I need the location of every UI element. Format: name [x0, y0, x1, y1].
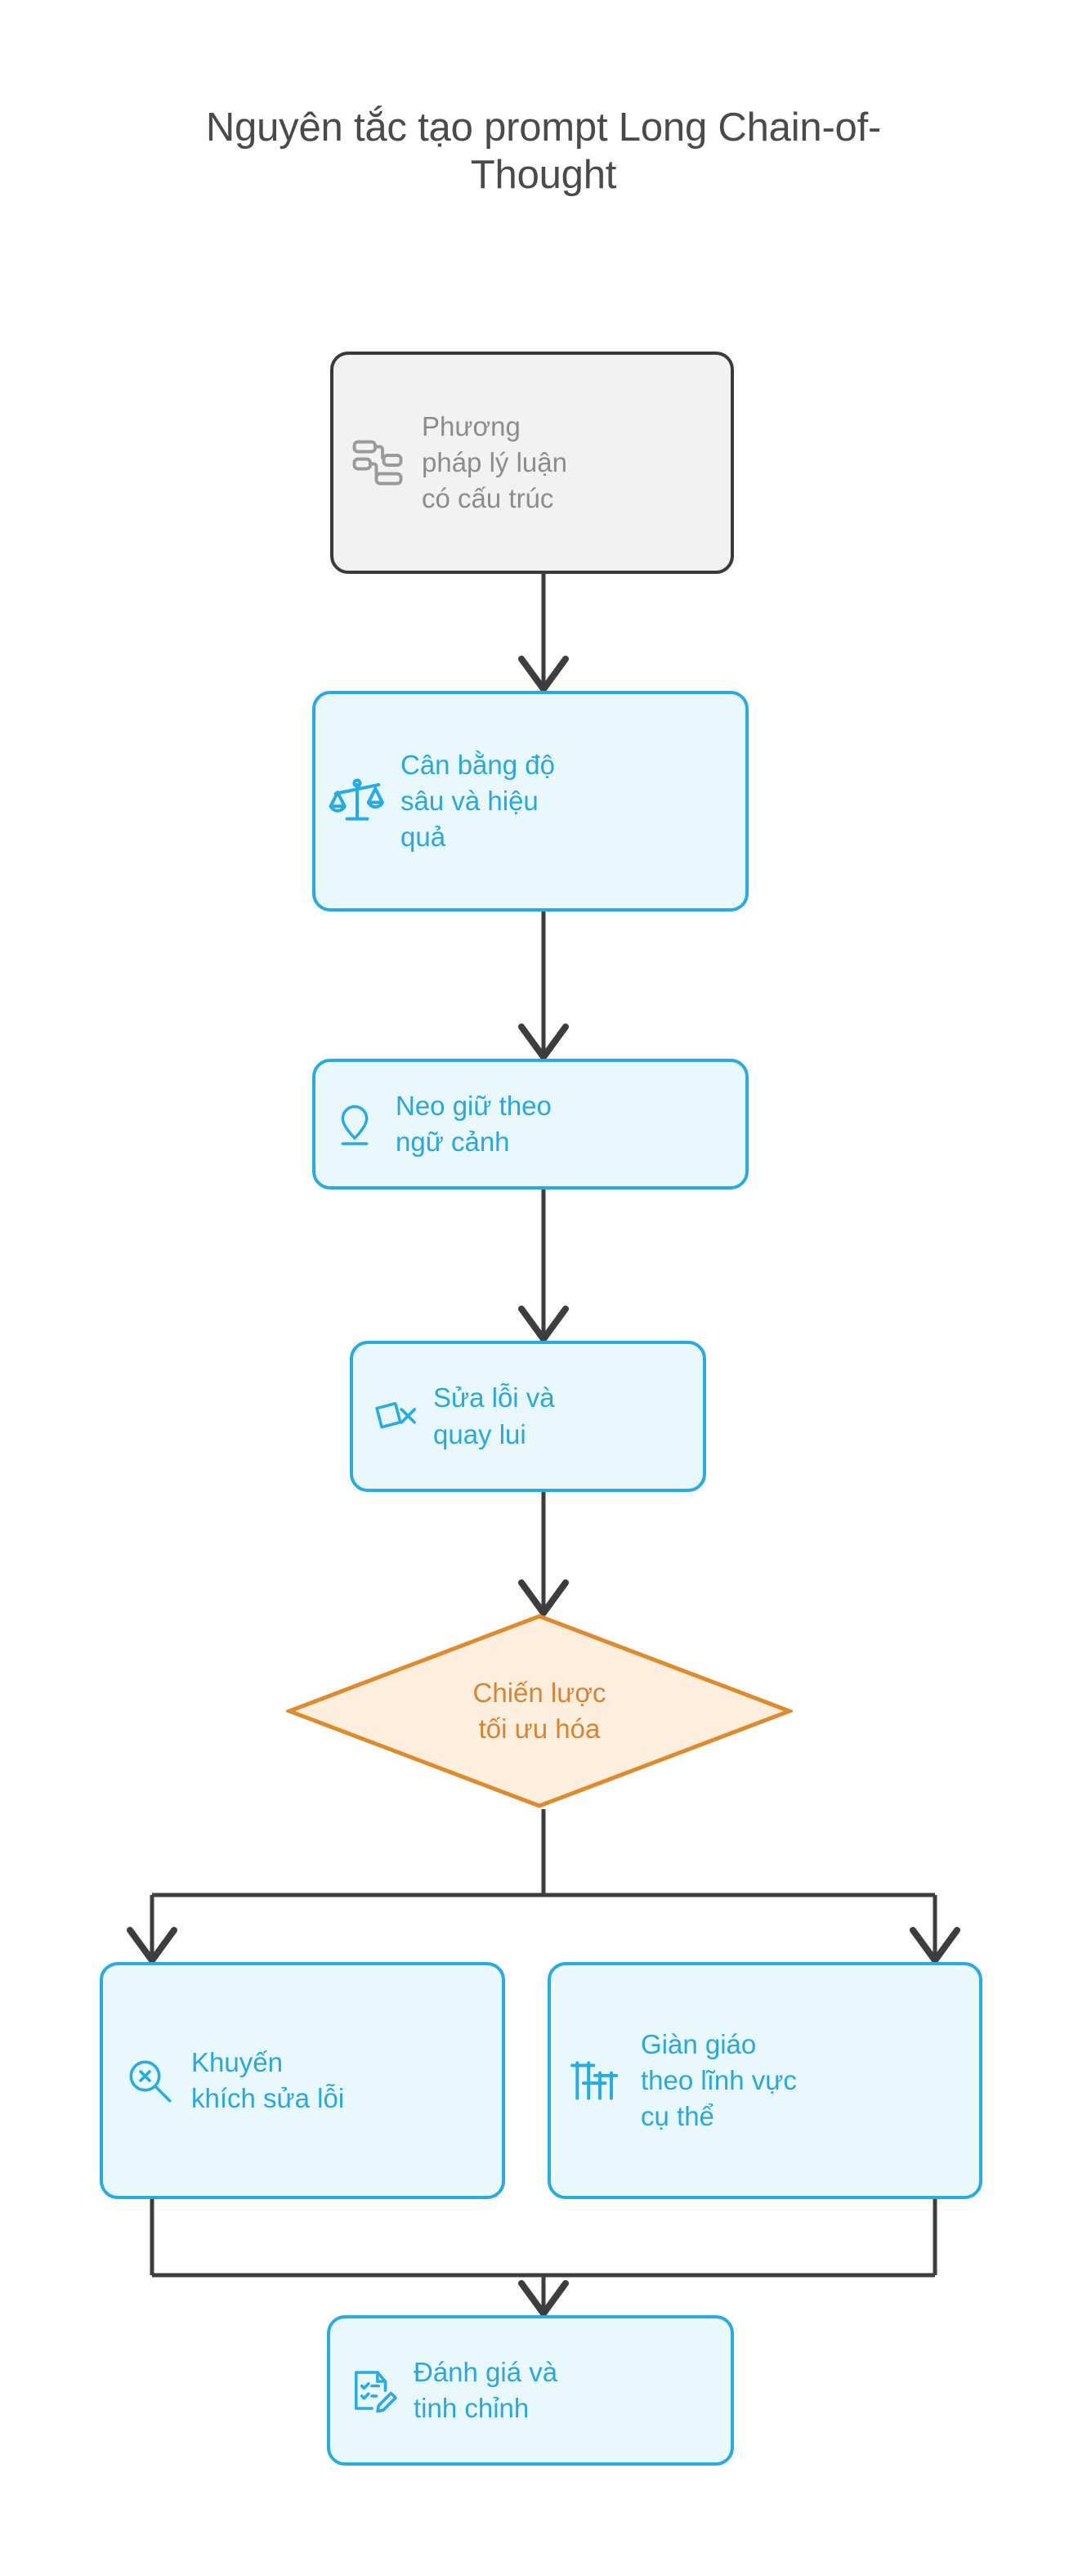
diamond-shape [286, 1614, 793, 1808]
node-label: Đánh giá và tinh chỉnh [414, 2356, 558, 2423]
node-phuong-phap-ly-luan-co-cau-truc[interactable]: Phương pháp lý luận có cấu trúc [330, 352, 734, 574]
node-label: Giàn giáo theo lĩnh vực cụ thể [641, 2028, 797, 2132]
node-chien-luoc-toi-uu-hoa[interactable]: Chiến lược tối ưu hóa [286, 1613, 793, 1809]
node-label: Cân bằng độ sâu và hiệu quả [400, 749, 555, 853]
node-danh-gia-va-tinh-chinh[interactable]: Đánh giá và tinh chỉnh [327, 2315, 734, 2466]
arrowhead-merge-n8 [518, 2280, 569, 2317]
node-label: Khuyến khích sửa lỗi [191, 2046, 345, 2113]
scaffolding-icon [567, 2050, 628, 2111]
arrowhead-n1-n2 [518, 656, 569, 692]
node-label: Phương pháp lý luận có cấu trúc [422, 410, 567, 514]
node-label: Sửa lỗi và quay lui [433, 1382, 555, 1449]
undo-error-icon [366, 1390, 420, 1444]
hierarchy-icon [348, 433, 407, 492]
node-label: Chiến lược tối ưu hóa [472, 1677, 606, 1744]
arrowhead-n4-n5 [518, 1579, 569, 1616]
location-pin-icon [329, 1098, 381, 1150]
search-error-icon [123, 2054, 177, 2108]
node-sua-loi-va-quay-lui[interactable]: Sửa lỗi và quay lui [350, 1341, 706, 1492]
arrowhead-split-n6 [127, 1927, 177, 1964]
node-khuyen-khich-sua-loi[interactable]: Khuyến khích sửa lỗi [100, 1962, 505, 2199]
balance-scales-icon [327, 771, 387, 831]
node-gian-giao-theo-linh-vuc-cu-the[interactable]: Giàn giáo theo lĩnh vực cụ thể [548, 1962, 982, 2199]
checklist-edit-icon [345, 2363, 399, 2417]
arrowhead-n3-n4 [518, 1306, 569, 1342]
node-label: Neo giữ theo ngữ cảnh [396, 1090, 552, 1157]
arrowhead-split-n7 [910, 1927, 960, 1964]
node-can-bang-do-sau-va-hieu-qua[interactable]: Cân bằng độ sâu và hiệu quả [312, 691, 749, 912]
arrowhead-n2-n3 [518, 1024, 569, 1060]
page-title: Nguyên tắc tạo prompt Long Chain-of- Tho… [205, 105, 882, 197]
node-neo-giu-theo-ngu-canh[interactable]: Neo giữ theo ngữ cảnh [312, 1059, 749, 1189]
